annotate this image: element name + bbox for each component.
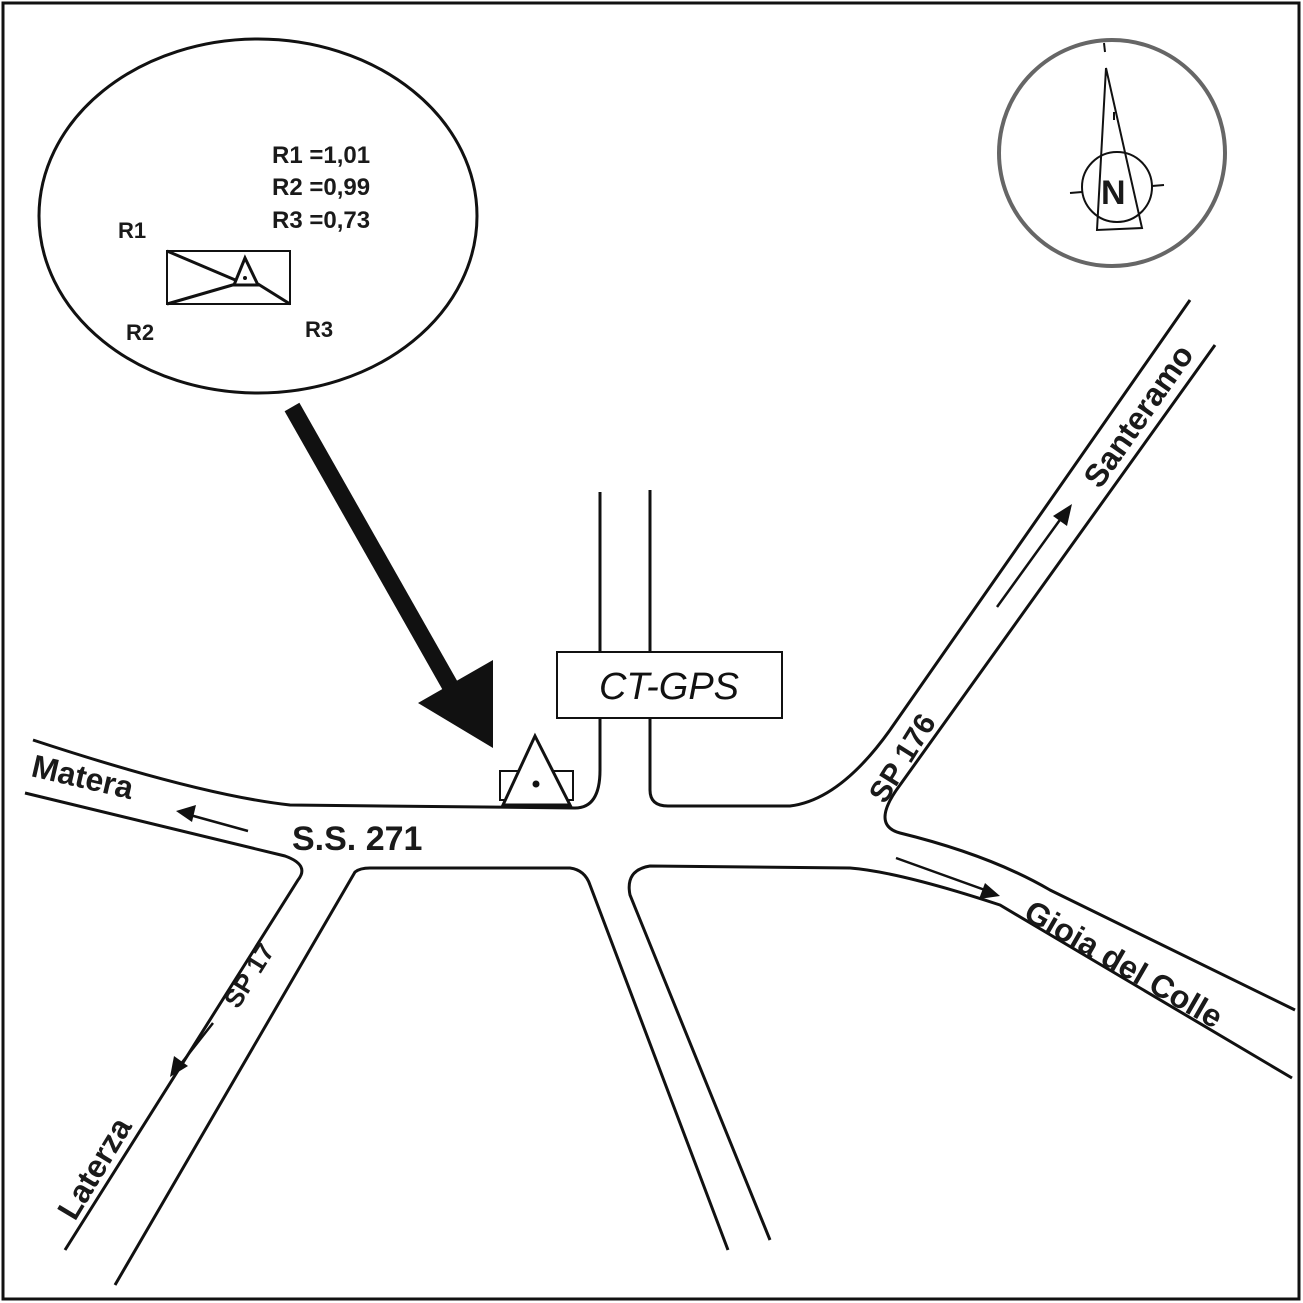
road-network [24, 299, 1296, 1286]
reading-r3: R3 =0,73 [272, 207, 370, 234]
road-label-ss271: S.S. 271 [292, 820, 422, 858]
ref-label-r2: R2 [126, 320, 154, 345]
reading-r2: R2 =0,99 [272, 174, 370, 201]
station-label-box [556, 651, 783, 719]
site-pillar-icon [166, 249, 291, 306]
direction-arrow-santeramo-icon [995, 504, 1072, 608]
site-detail-inset: R1 =1,01 R2 =0,99 R3 =0,73 R1 R2 R3 [37, 37, 479, 395]
direction-arrow-matera-icon [176, 805, 249, 833]
ref-label-r1: R1 [118, 218, 146, 243]
station-label: CT-GPS [599, 666, 739, 708]
north-label: N [1101, 174, 1126, 212]
ref-label-r3: R3 [305, 317, 333, 342]
direction-arrow-gioia-icon [895, 856, 1000, 899]
direction-arrow-laterza-icon [170, 1022, 214, 1077]
reading-r1: R1 =1,01 [272, 142, 370, 169]
north-arrow-icon: N [997, 38, 1227, 268]
gps-station-marker [499, 732, 574, 807]
pointer-arrow [284, 402, 493, 748]
